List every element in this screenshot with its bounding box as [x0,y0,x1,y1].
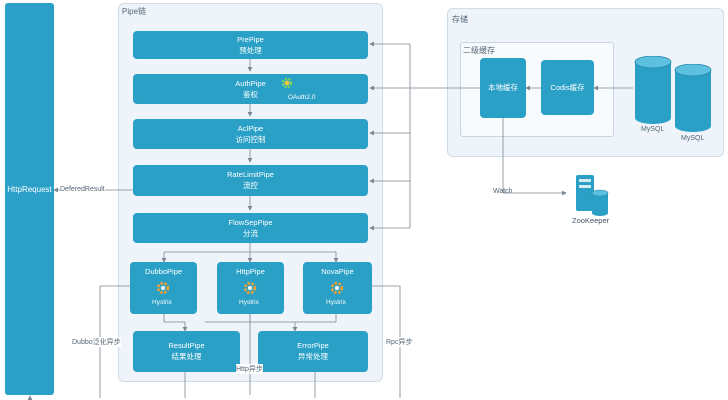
result-pipe-name: ResultPipe [168,341,205,350]
hystrix-label: Hystrix [239,299,259,306]
storage-title: 存储 [452,15,468,24]
pre-pipe-name: PrePipe [237,35,264,44]
error-pipe-desc: 异常处理 [298,352,328,361]
hystrix-gear-icon [242,280,258,301]
acl-pipe-desc: 访问控制 [235,135,266,144]
local-cache-box: 本地缓存 [480,58,526,118]
mysql-label: MySQL [681,135,705,142]
acl-pipe: AclPipe 访问控制 [133,119,368,149]
auth-pipe-name: AuthPipe [235,79,266,88]
http-async-label: Http异步 [236,364,263,374]
flow-sep-pipe-desc: 分流 [243,229,258,238]
pre-pipe: PrePipe 预处理 [133,31,368,59]
zookeeper-server-icon [574,173,610,222]
error-pipe: ErrorPipe 异常处理 [258,331,368,372]
result-pipe: ResultPipe 结果处理 [133,331,240,372]
mysql-label: MySQL [641,126,665,133]
http-request-label: HttpRequest [7,185,52,194]
rate-limit-pipe-desc: 流控 [243,181,258,190]
dubbo-async-label: Dubbo泛化异步 [72,337,121,347]
codis-cache-box: Codis缓存 [541,60,594,115]
oauth-label: OAuth2.0 [288,94,316,101]
pipe-chain-title: Pipe链 [122,7,147,16]
error-pipe-name: ErrorPipe [297,341,329,350]
pre-pipe-desc: 预处理 [239,46,262,55]
mysql-database-icon [673,63,713,139]
hystrix-gear-icon [329,280,345,301]
http-pipe-name: HttpPipe [236,267,265,276]
codis-cache-label: Codis缓存 [550,83,585,92]
zookeeper-label: ZooKeeper [572,216,610,225]
dubbo-pipe-name: DubboPipe [144,267,183,276]
rpc-async-label: Rpc异步 [386,337,413,347]
local-cache-label: 本地缓存 [488,83,518,92]
mysql-database-icon [633,55,673,131]
cache-group-title: 二级缓存 [463,46,495,55]
acl-pipe-name: AclPipe [237,124,264,133]
nova-pipe-name: NovaPipe [321,267,354,276]
hystrix-label: Hystrix [326,299,346,306]
deferred-result-label: DeferedResult [60,186,105,193]
hystrix-label: Hystrix [152,299,172,306]
rate-limit-pipe-name: RateLimitPipe [227,170,274,179]
flow-sep-pipe-name: FlowSepPipe [228,218,273,227]
oauth-gear-icon [280,76,294,95]
hystrix-gear-icon [155,280,171,301]
watch-label: Watch [493,188,513,195]
http-request-bar [5,3,54,395]
rate-limit-pipe: RateLimitPipe 流控 [133,165,368,196]
flow-sep-pipe: FlowSepPipe 分流 [133,213,368,243]
result-pipe-desc: 结果处理 [171,352,202,361]
auth-pipe: AuthPipe 鉴权 [133,74,368,104]
auth-pipe-desc: 鉴权 [243,90,258,99]
